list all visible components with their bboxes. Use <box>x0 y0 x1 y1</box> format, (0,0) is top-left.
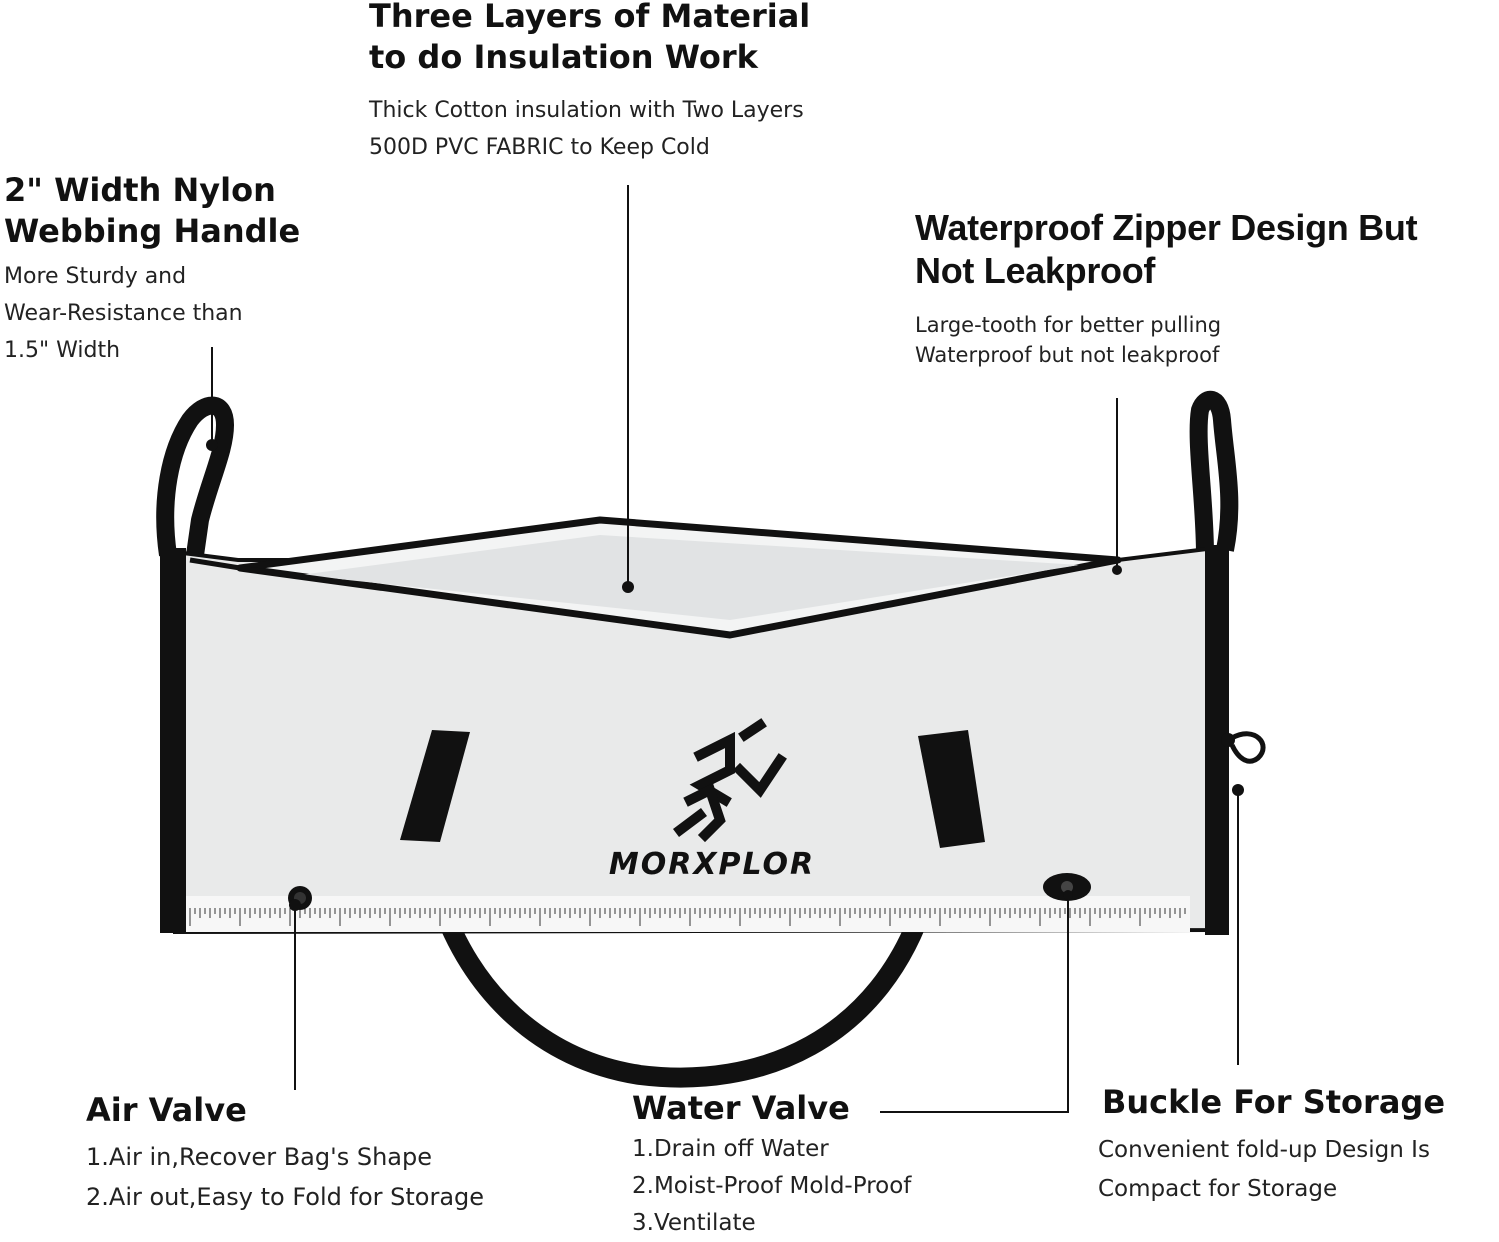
callout-dots <box>206 439 1244 911</box>
callout-zipper: Waterproof Zipper Design But Not Leakpro… <box>915 206 1418 370</box>
insulation-title-line-2: to do Insulation Work <box>369 37 758 76</box>
ruler-ticks <box>189 908 1186 926</box>
air-valve-desc-line-1: 1.Air in,Recover Bag's Shape <box>86 1142 432 1171</box>
insulation-desc-line-1: Thick Cotton insulation with Two Layers <box>369 97 804 123</box>
buckle-desc-line-2: Compact for Storage <box>1098 1175 1338 1202</box>
zipper-desc-line-2: Waterproof but not leakproof <box>915 343 1220 368</box>
buckle-desc-line-1: Convenient fold-up Design Is <box>1098 1136 1430 1163</box>
handle-desc-line-1: More Sturdy and <box>4 263 187 289</box>
air-valve-title: Air Valve <box>86 1091 247 1129</box>
handle-desc-line-2: Wear-Resistance than <box>4 300 243 326</box>
zipper-title-line-2: Not Leakproof <box>915 250 1156 292</box>
handle-title-line-1: 2" Width Nylon <box>4 171 276 209</box>
water-valve-title: Water Valve <box>632 1089 850 1127</box>
brand-logo-icon <box>673 718 787 843</box>
handle-title: 2" Width Nylon Webbing Handle <box>4 170 300 252</box>
right-carry-strap-top <box>918 730 985 848</box>
callout-buckle: Buckle For Storage Convenient fold-up De… <box>1098 1082 1446 1209</box>
handle-title-line-2: Webbing Handle <box>4 211 301 250</box>
zipper-desc-line-1: Large-tooth for better pulling <box>915 313 1222 338</box>
zipper-title-line-1: Waterproof Zipper Design But <box>915 207 1418 248</box>
buckle-desc: Convenient fold-up Design Is Compact for… <box>1098 1131 1445 1209</box>
left-side-panel <box>160 548 186 933</box>
air-valve-desc-line-2: 2.Air out,Easy to Fold for Storage <box>86 1182 485 1211</box>
water-valve-desc: 1.Drain off Water 2.Moist-Proof Mold-Pro… <box>632 1131 911 1242</box>
insulation-desc-line-2: 500D PVC FABRIC to Keep Cold <box>369 134 710 160</box>
water-valve-desc-line-3: 3.Ventilate <box>632 1209 756 1236</box>
callout-pointers <box>211 185 1239 1113</box>
storage-buckle <box>1221 731 1266 764</box>
brand-logo-text: MORXPLOR <box>609 847 815 882</box>
callout-insulation: Three Layers of Material to do Insulatio… <box>369 0 810 166</box>
insulation-title-line-1: Three Layers of Material <box>369 0 811 35</box>
handle-desc: More Sturdy and Wear-Resistance than 1.5… <box>4 258 300 369</box>
buckle-title: Buckle For Storage <box>1102 1083 1446 1121</box>
bag-interior-shade <box>300 535 1080 620</box>
left-top-handle <box>156 396 234 557</box>
carry-strap-loop <box>430 896 935 1088</box>
insulation-desc: Thick Cotton insulation with Two Layers … <box>369 92 810 166</box>
air-valve-desc: 1.Air in,Recover Bag's Shape 2.Air out,E… <box>86 1137 484 1217</box>
zipper-desc: Large-tooth for better pulling Waterproo… <box>915 310 1417 370</box>
right-top-handle <box>1189 390 1239 556</box>
measuring-ruler <box>186 896 1190 932</box>
handle-desc-line-3: 1.5" Width <box>4 337 121 363</box>
water-valve-desc-line-1: 1.Drain off Water <box>632 1135 829 1162</box>
insulation-title: Three Layers of Material to do Insulatio… <box>369 0 810 78</box>
zipper <box>189 557 1119 638</box>
callout-handle: 2" Width Nylon Webbing Handle More Sturd… <box>4 170 300 369</box>
zipper-title: Waterproof Zipper Design But Not Leakpro… <box>915 206 1418 292</box>
water-valve-desc-line-2: 2.Moist-Proof Mold-Proof <box>632 1172 912 1199</box>
left-carry-strap-top <box>400 730 470 842</box>
callout-air-valve: Air Valve 1.Air in,Recover Bag's Shape 2… <box>86 1090 484 1217</box>
callout-water-valve: Water Valve 1.Drain off Water 2.Moist-Pr… <box>632 1088 911 1242</box>
